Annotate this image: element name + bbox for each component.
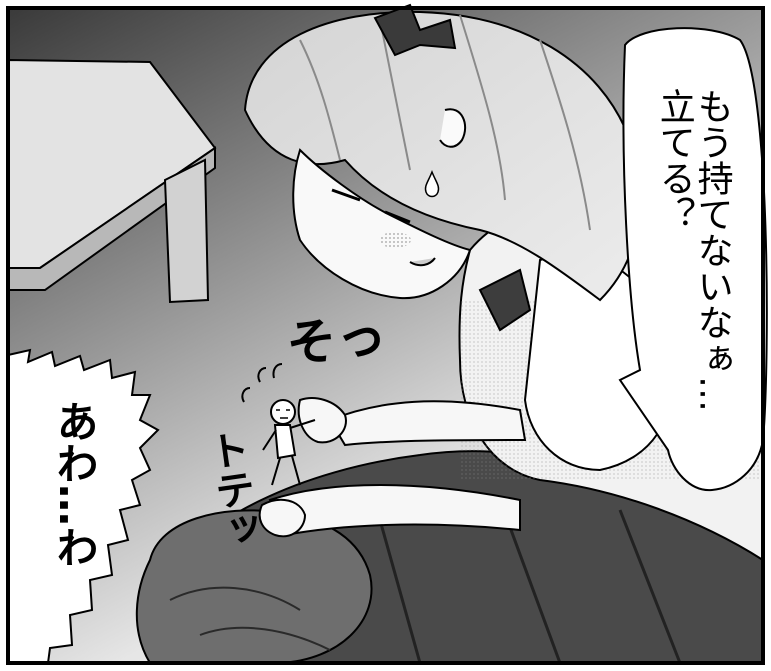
girl-face (292, 108, 472, 300)
tiny-man (241, 363, 316, 486)
speech-right-text: もう持てないなぁ… 立てる？ (653, 88, 733, 412)
panel-frame (6, 6, 765, 665)
speech-bubble-left (7, 348, 160, 664)
speech-bubble-right (618, 27, 768, 492)
sfx-so: そっ (283, 305, 390, 375)
girl-hair (243, 3, 641, 302)
girl-arms (258, 397, 527, 538)
speech-left-text: あわ…わ (50, 400, 100, 568)
cloth-pile (135, 509, 373, 664)
